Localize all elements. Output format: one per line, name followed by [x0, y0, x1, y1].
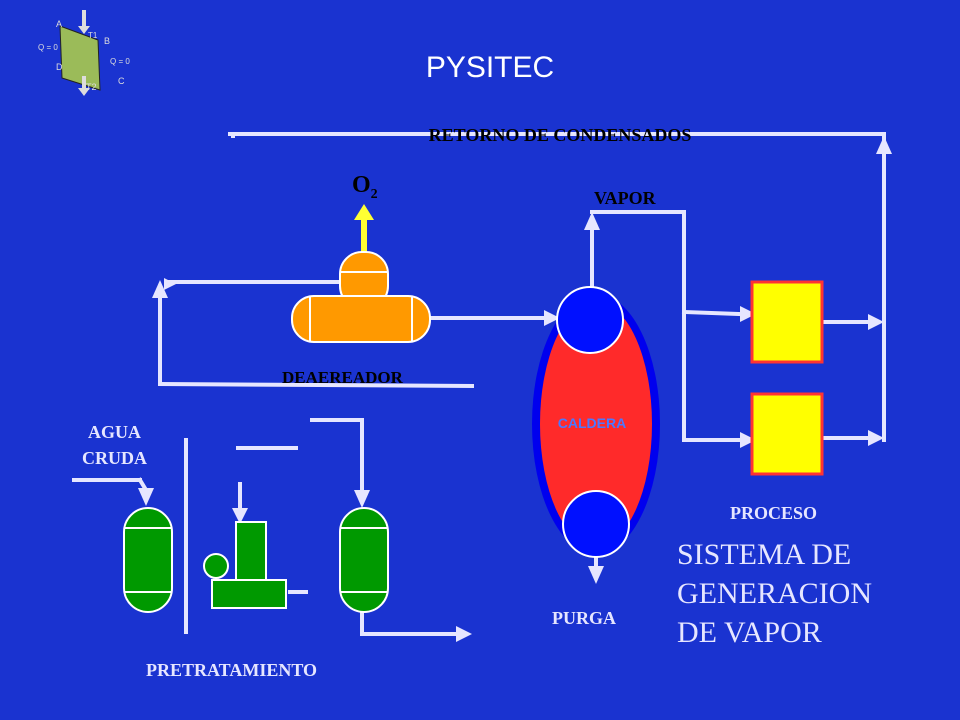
arrow-treatment-down-left — [232, 508, 248, 524]
arrow-treatment-out — [456, 626, 472, 642]
logo-q-right: Q = 0 — [110, 57, 130, 66]
process-unit-top — [750, 280, 824, 364]
process-unit-bottom — [750, 392, 824, 476]
arrow-to-process-top — [740, 306, 756, 322]
arrow-return-up — [876, 136, 892, 154]
boiler-top-drum — [556, 286, 624, 354]
pretratamiento-label: PRETRATAMIENTO — [146, 660, 317, 680]
retorno-label: RETORNO DE CONDENSADOS — [429, 125, 692, 145]
arrow-treatment-down-right — [354, 490, 370, 508]
logo-label-a: A — [56, 19, 62, 29]
boiler-bottom-drum — [562, 490, 630, 558]
arrow-process-bottom-out — [868, 430, 884, 446]
pump-column — [235, 521, 267, 583]
treatment-tank-left — [123, 507, 173, 613]
arrow-to-boiler — [544, 310, 560, 326]
proceso-label: PROCESO — [730, 503, 817, 523]
piping — [72, 132, 886, 636]
pump-base — [211, 579, 287, 609]
system-title-line3: DE VAPOR — [677, 616, 822, 649]
logo-t1: T1 — [88, 31, 98, 40]
o2-vent-arrow — [354, 204, 374, 252]
arrow-raw-water-down — [138, 488, 154, 506]
agua-label-line1: AGUA — [88, 422, 141, 442]
flow-arrows — [138, 136, 892, 642]
arrow-loop-start — [164, 278, 176, 290]
logo-label-c: C — [118, 76, 125, 86]
deaereador-label: DEAEREADOR — [282, 368, 404, 387]
page-title: PYSITEC — [426, 51, 554, 84]
logo-label-b: B — [104, 36, 110, 46]
arrow-purga-down — [588, 566, 604, 584]
o2-label: O2 — [352, 172, 378, 202]
arrow-loop-up — [152, 280, 168, 298]
caldera-label: CALDERA — [558, 415, 626, 431]
deaerator — [291, 251, 431, 343]
o2-subscript: 2 — [371, 187, 378, 202]
arrow-vapor-up — [584, 212, 600, 230]
vapor-label: VAPOR — [594, 188, 657, 208]
system-title-line2: GENERACION — [677, 577, 872, 610]
agua-label-line2: CRUDA — [82, 448, 147, 468]
pretreatment-equipment — [123, 507, 389, 613]
logo: A B C D T1 T2 Q = 0 Q = 0 — [38, 10, 130, 96]
purga-label: PURGA — [552, 608, 616, 628]
system-title-line1: SISTEMA DE — [677, 538, 851, 571]
logo-q-left: Q = 0 — [38, 43, 58, 52]
boiler — [532, 286, 660, 558]
logo-label-d: D — [56, 62, 63, 72]
treatment-tank-right — [339, 507, 389, 613]
logo-t2: T2 — [86, 82, 97, 92]
pump-motor — [203, 553, 229, 579]
arrow-to-process-bottom — [740, 432, 756, 448]
arrow-process-top-out — [868, 314, 884, 330]
